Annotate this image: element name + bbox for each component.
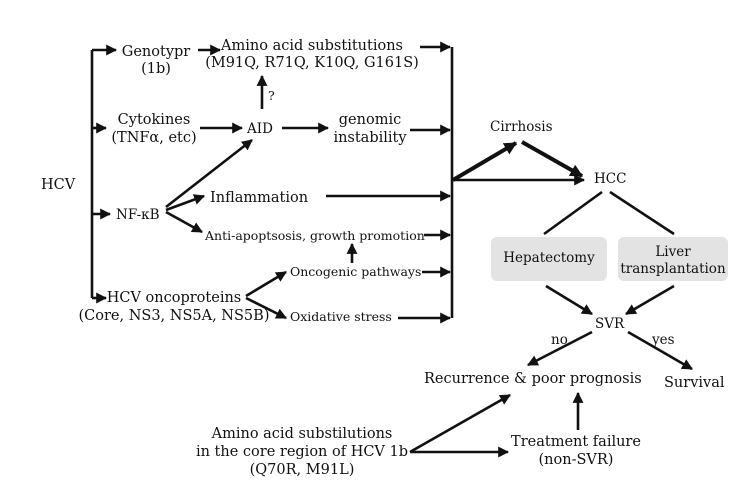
- nfkb-to-antiapoptosis-arrow: [165, 210, 203, 234]
- svr-to-recurrence-arrow: [527, 330, 593, 367]
- hcv-label: HCV: [41, 177, 76, 193]
- genotype-sub-label: (1b): [141, 61, 171, 77]
- liver-transplantation-label: Liver: [655, 244, 691, 260]
- oncoproteins-to-oxidative-arrow: [245, 296, 287, 320]
- amino-acid-subs-list: (M91Q, R71Q, K10Q, G161S): [205, 55, 419, 71]
- liver-transplantation-sub-label: transplantation: [620, 261, 726, 277]
- core-region-subs-label: Amino acid substilutions: [211, 426, 393, 442]
- genomic-instability-sub-label: instability: [333, 130, 407, 146]
- hcv-oncoproteins-label: HCV oncoproteins: [107, 290, 242, 306]
- transplant-to-svr-arrow: [625, 284, 675, 316]
- hepatectomy-box: [491, 237, 607, 281]
- nfkb-to-inflammation-arrow: [165, 194, 206, 212]
- anti-apoptosis-label: Anti-apoptsosis, growth promotion: [204, 228, 425, 243]
- treatment-failure-sub-label: (non-SVR): [539, 452, 614, 468]
- oxidative-stress-label: Oxidative stress: [290, 309, 392, 324]
- svr-label: SVR: [595, 316, 625, 332]
- hcc-to-transplant-line: [609, 190, 675, 236]
- no-label: no: [551, 332, 568, 348]
- nfkb-to-aid-arrow: [165, 138, 253, 209]
- yes-label: yes: [651, 332, 675, 348]
- question-mark: ?: [268, 88, 275, 103]
- svr-to-survival-arrow: [627, 330, 693, 371]
- cytokines-sub-label: (TNFα, etc): [111, 130, 196, 146]
- amino-acid-subs-label: Amino acid substitutions: [220, 38, 403, 54]
- hepatectomy-to-svr-arrow: [545, 284, 593, 316]
- core-region-subs-line2: in the core region of HCV 1b: [196, 444, 408, 460]
- nfkb-label: NF-κB: [116, 207, 160, 223]
- recurrence-label: Recurrence & poor prognosis: [424, 371, 642, 387]
- genotype-label: Genotypr: [122, 44, 191, 60]
- oncoproteins-to-oncogenic-arrow: [245, 270, 287, 298]
- hcc-label: HCC: [594, 171, 626, 187]
- survival-label: Survival: [664, 375, 725, 391]
- cytokines-label: Cytokines: [118, 112, 191, 128]
- hcv-oncoproteins-sub-label: (Core, NS3, NS5A, NS5B): [79, 308, 270, 324]
- genomic-instability-label: genomic: [339, 112, 401, 128]
- core-subs-to-recurrence-arrow: [409, 393, 511, 454]
- oncogenic-pathways-label: Oncogenic pathways: [290, 264, 421, 279]
- liver-transplantation-box: [618, 237, 728, 281]
- cirrhosis-label: Cirrhosis: [490, 119, 553, 135]
- core-region-subs-line3: (Q70R, M91L): [250, 462, 355, 478]
- inflammation-label: Inflammation: [210, 190, 308, 206]
- cirrhosis-to-hcc-arrow: [521, 140, 584, 178]
- hcc-to-hepatectomy-line: [543, 190, 603, 236]
- collector-to-cirrhosis-arrow: [451, 141, 518, 182]
- hepatectomy-label: Hepatectomy: [503, 250, 595, 266]
- aid-label: AID: [246, 121, 273, 137]
- treatment-failure-label: Treatment failure: [511, 434, 641, 450]
